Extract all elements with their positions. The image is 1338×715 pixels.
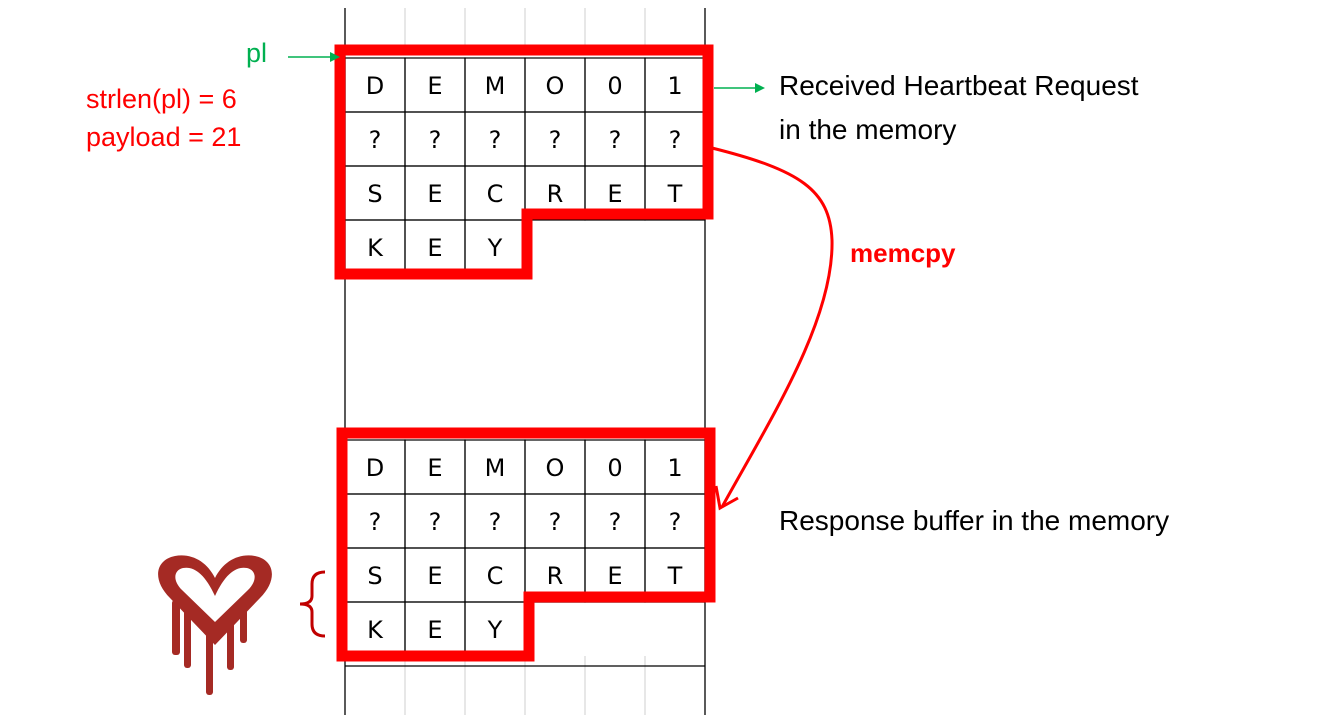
curly-brace-icon	[299, 570, 326, 638]
pointer-arrow	[288, 52, 340, 62]
response-cell-text: C	[487, 562, 504, 590]
request-cell-text: ?	[549, 126, 562, 154]
response-cell-text: E	[427, 454, 442, 482]
response-cell-text: ?	[429, 508, 442, 536]
request-cell-text: ?	[369, 126, 382, 154]
response-highlight-outline	[336, 427, 716, 662]
request-label-line2: in the memory	[779, 114, 957, 145]
memcpy-label: memcpy	[850, 238, 956, 268]
request-cell-text: Y	[487, 234, 503, 262]
request-cell-text: D	[366, 72, 384, 100]
request-cell-text: K	[367, 234, 384, 262]
request-cell-text: E	[427, 234, 442, 262]
response-label: Response buffer in the memory	[779, 505, 1170, 536]
request-cell-text: ?	[669, 126, 682, 154]
response-cell-text: K	[367, 616, 384, 644]
response-cell-text: ?	[669, 508, 682, 536]
response-cell-text: E	[607, 562, 622, 590]
response-buffer: D E M O 0 1?????? S E C R E T K E Y	[344, 439, 706, 657]
request-cell-text: E	[427, 72, 442, 100]
pointer-label: pl	[246, 38, 268, 68]
response-cell-text: ?	[549, 508, 562, 536]
request-label-arrow	[714, 83, 765, 93]
response-cell-text: 1	[667, 454, 682, 482]
payload-label: payload = 21	[86, 122, 242, 152]
response-cell-text: ?	[489, 508, 502, 536]
response-cell-text: E	[427, 562, 442, 590]
request-buffer: D E M O 0 1?????? S E C R E T K E Y	[344, 57, 706, 275]
request-cell-text: ?	[489, 126, 502, 154]
request-cell-text: 1	[667, 72, 682, 100]
request-highlight-outline	[334, 44, 714, 280]
request-cell-text: O	[546, 72, 565, 100]
response-cell-text: S	[367, 562, 382, 590]
response-cell-text: ?	[369, 508, 382, 536]
request-cell-text: R	[547, 180, 564, 208]
request-cell-text: ?	[609, 126, 622, 154]
request-cell-text: M	[485, 72, 506, 100]
request-cell-text: T	[667, 180, 683, 208]
strlen-label: strlen(pl) = 6	[86, 84, 237, 114]
request-cell-text: C	[487, 180, 504, 208]
response-cell-text: T	[667, 562, 683, 590]
response-cell-text: D	[366, 454, 384, 482]
request-cell-text: S	[367, 180, 382, 208]
response-cell-text: ?	[609, 508, 622, 536]
request-cell-text: ?	[429, 126, 442, 154]
request-cell-text: 0	[607, 72, 622, 100]
response-cell-text: R	[547, 562, 564, 590]
response-cell-text: M	[485, 454, 506, 482]
response-cell-text: E	[427, 616, 442, 644]
response-cell-text: O	[546, 454, 565, 482]
request-cell-text: E	[427, 180, 442, 208]
response-cell-text: 0	[607, 454, 622, 482]
request-cell-text: E	[607, 180, 622, 208]
memcpy-arrow	[711, 146, 834, 511]
heartbleed-logo-icon	[158, 555, 272, 695]
request-label-line1: Received Heartbeat Request	[779, 70, 1139, 101]
response-cell-text: Y	[487, 616, 503, 644]
